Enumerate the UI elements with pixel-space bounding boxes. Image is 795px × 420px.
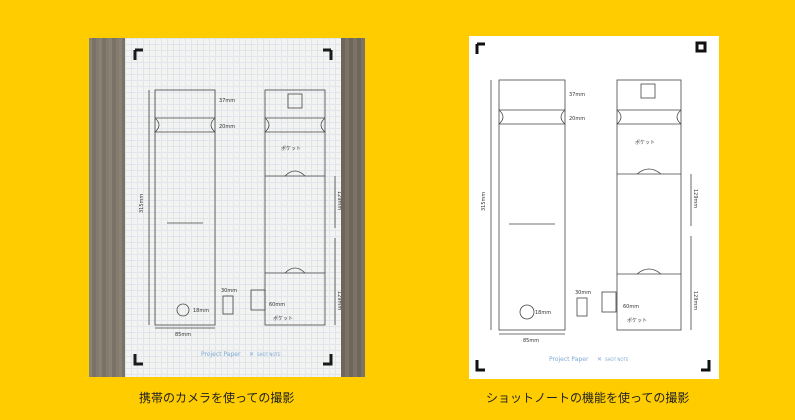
label-129mm-a: 129mm (336, 191, 341, 210)
wood-surface-right (341, 38, 365, 377)
corner-marker-bl (133, 354, 143, 366)
label-37mm: 37mm (219, 98, 235, 104)
label-18mm: 18mm (535, 310, 551, 316)
brand-project-paper: Project Paper (549, 356, 589, 363)
label-85mm: 85mm (175, 332, 191, 338)
corner-marker-tr (695, 41, 707, 53)
label-20mm: 20mm (569, 116, 585, 122)
sketch-drawing-scan: 37mm 20mm 315mm 85mm 18mm 30mm 60mm ポケット… (475, 41, 711, 372)
label-18mm: 18mm (193, 308, 209, 314)
label-129mm-b: 129mm (692, 291, 698, 310)
label-30mm: 30mm (575, 290, 591, 296)
sketch-right-box (264, 89, 326, 326)
brand-project-paper: Project Paper (201, 351, 241, 358)
corner-marker-tr (323, 48, 333, 60)
corner-marker-bl (475, 360, 485, 372)
svg-text:✕: ✕ (249, 351, 254, 358)
sketch-drawing: 37mm 20mm 315mm 85mm 18mm 30mm 60mm ポケット… (133, 48, 341, 366)
label-129mm-b: 129mm (336, 291, 341, 310)
shotnote-scan: 37mm 20mm 315mm 85mm 18mm 30mm 60mm ポケット… (469, 36, 719, 379)
label-pocket-1: ポケット (635, 139, 655, 146)
label-60mm: 60mm (269, 302, 285, 308)
label-129mm-a: 129mm (692, 189, 698, 208)
grid-paper: 37mm 20mm 315mm 85mm 18mm 30mm 60mm ポケット… (125, 38, 341, 377)
brand-shot-note: SHOT NOTE (257, 352, 281, 357)
label-pocket-2: ポケット (273, 315, 293, 322)
label-85mm: 85mm (523, 338, 539, 344)
camera-photo: 37mm 20mm 315mm 85mm 18mm 30mm 60mm ポケット… (89, 38, 365, 377)
caption-camera: 携帯のカメラを使っての撮影 (139, 391, 295, 405)
label-37mm: 37mm (569, 92, 585, 98)
corner-marker-tl (475, 42, 485, 54)
label-315mm: 315mm (481, 192, 487, 211)
label-30mm: 30mm (221, 288, 237, 294)
caption-shotnote: ショットノートの機能を使っての撮影 (486, 391, 690, 405)
label-60mm: 60mm (623, 304, 639, 310)
sketch-left-box (154, 89, 216, 326)
label-315mm: 315mm (139, 194, 145, 213)
svg-text:✕: ✕ (597, 356, 602, 363)
corner-marker-tl (133, 48, 143, 60)
corner-marker-br (701, 360, 711, 372)
brand-shot-note: SHOT NOTE (605, 357, 629, 362)
wood-surface-left (89, 38, 125, 377)
label-20mm: 20mm (219, 124, 235, 130)
label-pocket-2: ポケット (627, 317, 647, 324)
corner-marker-br (323, 354, 333, 366)
label-pocket-1: ポケット (281, 145, 301, 152)
